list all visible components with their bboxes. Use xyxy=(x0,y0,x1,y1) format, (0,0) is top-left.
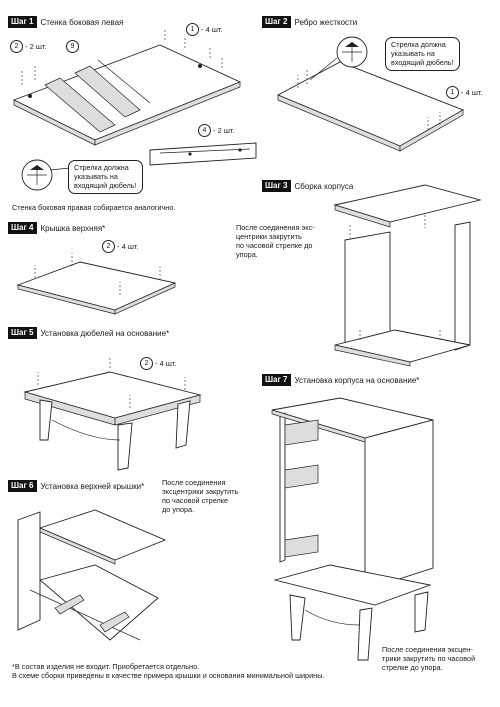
callout-line: входящий дюбель! xyxy=(391,57,454,67)
step5-header: Шаг 5 Установка дюбелей на основание* xyxy=(8,327,169,339)
step6-title: Установка верхней крышки* xyxy=(40,481,145,491)
note-line: После соединения экс- xyxy=(236,223,315,232)
step7-carcass-on-base-drawing xyxy=(271,397,434,661)
step1-note: Стенка боковая правая собирается аналоги… xyxy=(12,203,176,212)
marker-circle: 2 xyxy=(10,40,23,53)
step1-title: Стенка боковая левая xyxy=(40,17,124,27)
callout-line: указывать на xyxy=(74,171,118,181)
step4-badge: Шаг 4 xyxy=(8,222,37,234)
note-line: трики закрутить по часовой xyxy=(382,654,476,663)
note-line: эксцентрики закрутить xyxy=(162,487,239,496)
marker-circle: 1 xyxy=(186,23,199,36)
step2-dowel-callout: Стрелка должна указывать на входящий дюб… xyxy=(385,37,460,72)
step3-carcass-drawing xyxy=(333,184,482,367)
part-marker-2: 2 - 2 шт. xyxy=(10,40,47,53)
note-line: упора. xyxy=(236,250,258,259)
marker-circle: 2 xyxy=(140,357,153,370)
callout-line: Стрелка должна xyxy=(391,40,446,49)
footnotes: *В состав изделия не входит. Приобретает… xyxy=(12,662,324,680)
step7-title: Установка корпуса на основание* xyxy=(294,375,420,385)
step7-header: Шаг 7 Установка корпуса на основание* xyxy=(262,374,419,386)
note-line: до упора. xyxy=(162,505,195,514)
part-marker-9: 9 xyxy=(66,40,79,53)
part-marker-2: 2 - 4 шт. xyxy=(140,357,177,370)
step1-header: Шаг 1 Стенка боковая левая xyxy=(8,16,123,28)
step7-note: После соединения эксцен- трики закрутить… xyxy=(382,645,475,672)
step2-rib-drawing xyxy=(276,36,465,152)
marker-qty: - 2 шт. xyxy=(25,42,47,51)
marker-circle: 2 xyxy=(102,240,115,253)
part-marker-1: 1 - 4 шт. xyxy=(446,86,483,99)
step3-note: После соединения экс- центрики закрутить… xyxy=(236,223,315,259)
part-marker-2: 2 - 4 шт. xyxy=(102,240,139,253)
step6-badge: Шаг 6 xyxy=(8,480,37,492)
step3-badge: Шаг 3 xyxy=(262,180,291,192)
part-marker-1: 1 - 4 шт. xyxy=(186,23,223,36)
step4-top-drawing xyxy=(16,253,177,315)
marker-qty: - 4 шт. xyxy=(117,242,139,251)
step2-title: Ребро жесткости xyxy=(294,17,358,27)
marker-qty: - 4 шт. xyxy=(155,359,177,368)
note-line: по часовой стрелке xyxy=(162,496,229,505)
note-line: После соединения эксцен- xyxy=(382,645,473,654)
note-line: стрелке до упора. xyxy=(382,663,443,672)
footnote-line: В схеме сборки приведены в качестве прим… xyxy=(12,671,325,680)
step2-header: Шаг 2 Ребро жесткости xyxy=(262,16,357,28)
marker-qty: - 4 шт. xyxy=(461,88,483,97)
note-line: по часовой стрелке до xyxy=(236,241,313,250)
callout-line: Стрелка должна xyxy=(74,163,129,172)
footnote-line: *В состав изделия не входит. Приобретает… xyxy=(12,662,200,671)
step3-header: Шаг 3 Сборка корпуса xyxy=(262,180,353,192)
part-marker-4: 4 - 2 шт. xyxy=(198,124,235,137)
step1-panel-drawing xyxy=(12,28,257,191)
note-line: После соединения xyxy=(162,478,226,487)
step5-title: Установка дюбелей на основание* xyxy=(40,328,170,338)
step5-base-drawing xyxy=(23,356,202,471)
marker-circle: 4 xyxy=(198,124,211,137)
step6-note: После соединения эксцентрики закрутить п… xyxy=(162,478,238,514)
step3-title: Сборка корпуса xyxy=(294,181,354,191)
step1-badge: Шаг 1 xyxy=(8,16,37,28)
step1-dowel-callout: Стрелка должна указывать на входящий дюб… xyxy=(68,160,143,195)
callout-line: входящий дюбель! xyxy=(74,180,137,190)
marker-qty: - 2 шт. xyxy=(213,126,235,135)
note-line: центрики закрутить xyxy=(236,232,302,241)
marker-qty: - 4 шт. xyxy=(201,25,223,34)
step5-badge: Шаг 5 xyxy=(8,327,37,339)
callout-line: указывать на xyxy=(391,48,435,58)
step4-header: Шаг 4 Крышка верхняя* xyxy=(8,222,105,234)
step7-badge: Шаг 7 xyxy=(262,374,291,386)
step2-badge: Шаг 2 xyxy=(262,16,291,28)
step6-top-mount-drawing xyxy=(17,509,167,641)
step6-header: Шаг 6 Установка верхней крышки* xyxy=(8,480,144,492)
marker-circle: 1 xyxy=(446,86,459,99)
marker-circle: 9 xyxy=(66,40,79,53)
step4-title: Крышка верхняя* xyxy=(40,223,106,233)
